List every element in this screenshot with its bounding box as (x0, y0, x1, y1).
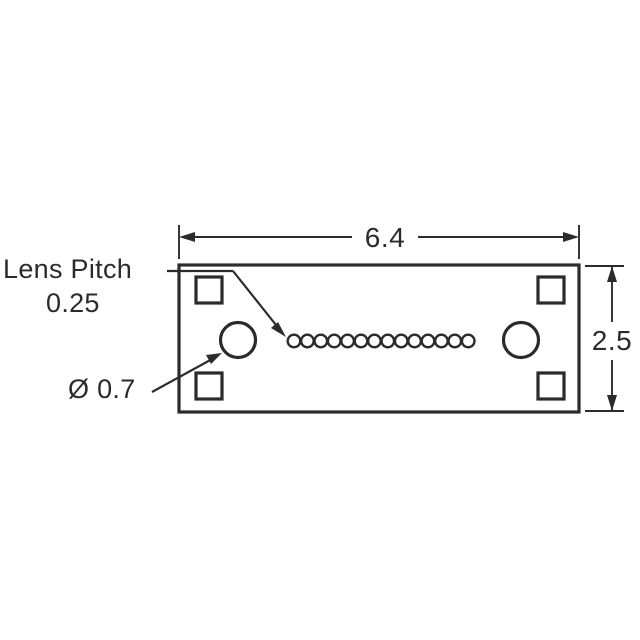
width-dimension-group: 6.4 (178, 222, 580, 259)
square-pad-bottom-left (194, 371, 224, 401)
width-arrow-left-icon (179, 232, 195, 242)
height-dimension-value: 2.5 (592, 325, 632, 356)
lens-element (407, 333, 423, 349)
lens-pitch-leader-group (167, 269, 286, 337)
lens-element (313, 333, 329, 349)
width-arrow-right-icon (563, 232, 579, 242)
lens-element (380, 333, 396, 349)
lens-pitch-label-line1: Lens Pitch (3, 254, 132, 284)
height-dimension-group: 2.5 (585, 265, 632, 412)
lens-element (299, 333, 315, 349)
lens-pitch-label-line2: 0.25 (46, 288, 100, 318)
hole-diameter-leader-line (151, 357, 215, 393)
lens-pitch-arrow-icon (271, 322, 286, 337)
lens-element (326, 333, 342, 349)
lens-element (286, 333, 302, 349)
square-pad-top-left (194, 275, 224, 305)
lens-element (393, 333, 409, 349)
lens-element (447, 333, 463, 349)
lens-element (366, 333, 382, 349)
height-arrow-bottom-icon (607, 395, 617, 411)
width-dimension-value: 6.4 (365, 222, 405, 253)
hole-diameter-leader-group (151, 353, 222, 393)
mounting-hole-left (218, 320, 258, 360)
hole-diameter-label: Ø 0.7 (68, 374, 136, 404)
square-pad-top-right (536, 275, 566, 305)
lens-array (286, 333, 476, 349)
lens-element (353, 333, 369, 349)
square-pad-bottom-right (536, 371, 566, 401)
lens-pitch-leader-diagonal (232, 270, 281, 331)
hole-diameter-arrow-icon (206, 353, 222, 364)
mounting-hole-right (501, 320, 541, 360)
lens-element (433, 333, 449, 349)
lens-element (340, 333, 356, 349)
package-body-outline (177, 263, 581, 414)
height-arrow-top-icon (607, 266, 617, 282)
lens-element (460, 333, 476, 349)
lens-element (420, 333, 436, 349)
